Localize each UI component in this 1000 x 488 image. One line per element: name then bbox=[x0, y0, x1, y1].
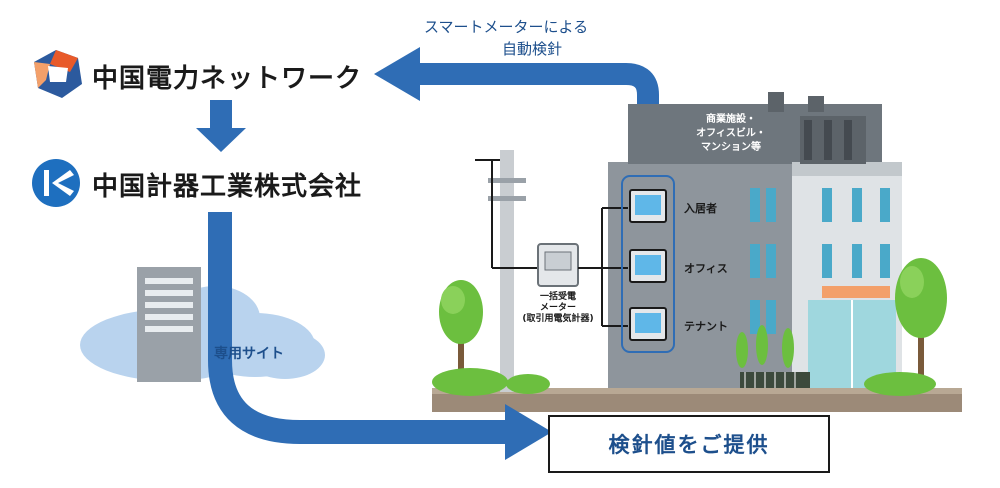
ground bbox=[432, 392, 962, 412]
bulk-meter-label: 一括受電 メーター (取引用電気計器) bbox=[516, 292, 600, 325]
tenant-label-office: オフィス bbox=[684, 262, 728, 275]
building-label-line1: 商業施設・ bbox=[706, 114, 756, 125]
building-label-line3: マンション等 bbox=[701, 142, 761, 153]
tree-right bbox=[895, 258, 947, 390]
arrow-curve-auto-reading bbox=[412, 63, 659, 176]
tenant-meters-box bbox=[621, 175, 675, 353]
tenant-meter-1-icon bbox=[629, 189, 667, 223]
org-meter-company-name: 中国計器工業株式会社 bbox=[92, 172, 363, 202]
building-label: 商業施設・ オフィスビル・ マンション等 bbox=[672, 113, 790, 155]
shrubs-front bbox=[736, 325, 810, 388]
bush-middle bbox=[506, 374, 550, 394]
bulk-meter-icon bbox=[537, 243, 579, 287]
provide-value-text: 検針値をご提供 bbox=[608, 433, 770, 457]
arrow-down-1 bbox=[196, 100, 246, 152]
bulk-meter-label-line3: (取引用電気計器) bbox=[522, 314, 594, 324]
auto-reading-label-line1: スマートメーターによる bbox=[424, 18, 589, 36]
bulk-meter-label-line1: 一括受電 bbox=[539, 292, 576, 302]
arrow-curve-provide bbox=[208, 212, 520, 444]
ground-edge bbox=[432, 388, 962, 394]
utility-pole bbox=[475, 150, 538, 392]
building-label-line2: オフィスビル・ bbox=[696, 128, 766, 139]
meter-wiring bbox=[578, 207, 628, 327]
tenant-label-tenant: テナント bbox=[684, 320, 728, 333]
tenant-meter-2-icon bbox=[629, 249, 667, 283]
server-icon bbox=[137, 267, 201, 382]
provide-value-box: 検針値をご提供 bbox=[548, 415, 830, 473]
chugoku-keiki-logo bbox=[32, 159, 80, 207]
auto-reading-label-line2: 自動検針 bbox=[502, 40, 563, 58]
tree-left bbox=[439, 280, 483, 390]
chugoku-electric-network-logo bbox=[34, 50, 82, 98]
dedicated-site-label: 専用サイト bbox=[214, 346, 284, 362]
bulk-meter-label-line2: メーター bbox=[539, 303, 576, 313]
tenant-label-residents: 入居者 bbox=[684, 202, 717, 215]
arrow-head-provide bbox=[505, 404, 552, 460]
arrow-head-auto-reading bbox=[374, 47, 420, 101]
bush-left bbox=[432, 368, 508, 396]
cloud-shape bbox=[80, 286, 325, 381]
org-network-name: 中国電力ネットワーク bbox=[92, 64, 363, 94]
tenant-meter-3-icon bbox=[629, 307, 667, 341]
bush-right bbox=[864, 372, 936, 396]
